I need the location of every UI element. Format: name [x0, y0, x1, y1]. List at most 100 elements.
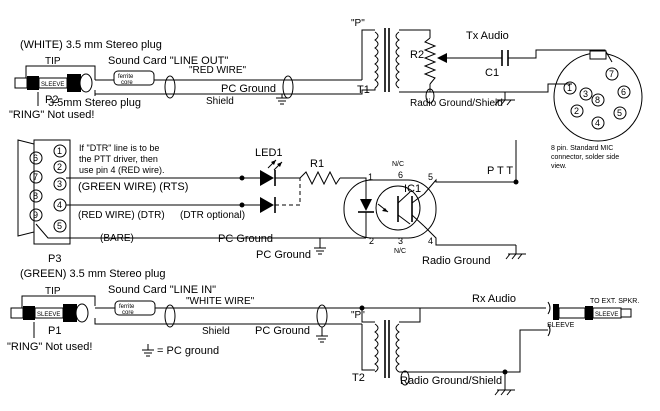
dtr-diode-join: [275, 178, 301, 206]
svg-text:8: 8: [33, 191, 38, 201]
svg-text:SLEEVE: SLEEVE: [41, 82, 64, 88]
ic1-label: IC1: [404, 183, 421, 195]
svg-text:ferrite: ferrite: [118, 74, 134, 80]
rx-audio-label: Rx Audio: [472, 293, 516, 305]
svg-text:SLEEVE: SLEEVE: [595, 312, 618, 318]
mic-pin-1: 1: [563, 81, 577, 95]
svg-text:8: 8: [595, 95, 600, 105]
db9-pin-9: 9: [29, 208, 43, 222]
svg-text:2: 2: [574, 106, 579, 116]
svg-text:5: 5: [617, 108, 622, 118]
bottom-cable-oval-1: [164, 304, 176, 328]
ptt-wire: [423, 178, 516, 195]
led1-label: LED1: [255, 147, 283, 159]
mic-pin-2: 2: [570, 104, 584, 118]
bottom-radio-ground-symbol: [494, 372, 515, 396]
svg-text:3: 3: [57, 179, 62, 189]
top-secondary-wire-bottom: [399, 84, 431, 93]
top-plug-designator: P2: [45, 94, 58, 106]
top-sound-card: Sound Card "LINE OUT": [108, 55, 228, 67]
svg-text:core: core: [121, 80, 133, 86]
mic-pin-6: 6: [617, 85, 631, 99]
ptt-label: P T T: [487, 165, 513, 177]
db9-connector: 1 2 3 4 5 6 7 8 9 P3: [17, 139, 71, 265]
bottom-transformer-label: T2: [352, 372, 365, 384]
top-pot-label: R2: [410, 49, 424, 61]
db9-pin-3: 3: [53, 177, 67, 191]
middle-radio-ground-symbol: [505, 245, 526, 260]
bottom-wire-name: "WHITE WIRE": [186, 296, 255, 307]
bottom-ring-note: "RING" Not used!: [7, 341, 92, 353]
bottom-plug-designator: P1: [48, 325, 61, 337]
top-cable-oval-1: [164, 75, 176, 99]
middle-pc-ground-2: PC Ground: [256, 249, 311, 261]
svg-text:4: 4: [57, 200, 62, 210]
bottom-transformer: "P" T2: [351, 308, 400, 384]
top-radio-cable-oval: [425, 88, 435, 104]
mic-pin-7: 7: [605, 67, 619, 81]
bottom-radio-ground: Radio Ground/Shield: [400, 375, 502, 387]
mic-note-line-3: view.: [551, 163, 567, 170]
ic-radio-ground-wire: [423, 225, 516, 246]
ext-speaker-jack: SLEEVE: [547, 301, 632, 337]
svg-text:4: 4: [595, 118, 600, 128]
top-section: (WHITE) 3.5 mm Stereo plug TIP SLEEVE P2…: [9, 18, 643, 170]
db9-pin-1: 1: [53, 144, 67, 158]
top-pot-r2: R2: [410, 37, 447, 85]
db9-pin-8: 8: [29, 189, 43, 203]
top-stereo-plug: SLEEVE: [14, 73, 93, 93]
bottom-tip-bracket: [21, 295, 96, 308]
green-wire-label: (GREEN WIRE) (RTS): [78, 181, 188, 193]
pc-ground-legend: = PC ground: [157, 345, 219, 357]
ic-nc-top: N/C: [392, 161, 404, 168]
bottom-pc-ground: PC Ground: [255, 325, 310, 337]
mic-note-line-2: connector, solder side: [551, 154, 619, 161]
bottom-ground-to-jack: [505, 329, 548, 373]
top-cable-oval-2: [282, 75, 294, 99]
top-transformer-p: "P": [351, 18, 365, 29]
svg-text:7: 7: [609, 69, 614, 79]
svg-text:6: 6: [33, 153, 38, 163]
mic-pin-4: 4: [591, 116, 605, 130]
db9-pin-6: 6: [29, 151, 43, 165]
bottom-shield-wire: [94, 318, 362, 325]
top-pc-ground-symbol: [276, 94, 288, 105]
svg-text:1: 1: [57, 146, 62, 156]
mic-pin-3: 3: [579, 87, 593, 101]
top-cap-c1: C1: [485, 50, 509, 79]
db9-label: P3: [48, 253, 61, 265]
db9-pin-5: 5: [53, 219, 67, 233]
ic-pin-4: 4: [428, 236, 433, 246]
svg-text:core: core: [122, 310, 134, 316]
r1: R1: [299, 158, 341, 186]
dtr-diode: [242, 197, 276, 213]
bottom-transformer-p: "P": [351, 310, 365, 321]
db9-pin-2: 2: [53, 160, 67, 174]
bottom-section: (GREEN) 3.5 mm Stereo plug TIP SLEEVE P1…: [7, 268, 639, 396]
bottom-shield-label: Shield: [202, 326, 230, 337]
top-secondary-wire-top: [399, 29, 431, 38]
dtr-note-line-2: the PTT driver, then: [79, 154, 158, 164]
ic-pin-1: 1: [368, 172, 373, 182]
jack-sleeve-label: SLEEVE: [547, 322, 575, 329]
mic-connector: 1 2 3 4 5 6 7 8: [553, 50, 643, 142]
db9-pin-4: 4: [53, 198, 67, 212]
r1-to-ic: [340, 177, 367, 186]
ic-pin-5: 5: [428, 172, 433, 182]
red-wire-label: (RED WIRE) (DTR): [78, 210, 165, 221]
ic1-optocoupler: IC1 1 2 6 5 4 3 N/C N/C: [343, 161, 437, 255]
svg-text:5: 5: [57, 221, 62, 231]
dtr-optional-label: (DTR optional): [180, 210, 245, 221]
top-plug-label-below: 3.5mm Stereo plug: [48, 97, 141, 109]
svg-text:ferrite: ferrite: [119, 304, 135, 310]
led1: LED1: [242, 147, 283, 186]
top-radio-ground-symbol: [494, 92, 515, 106]
bottom-plug-label: (GREEN) 3.5 mm Stereo plug: [20, 268, 166, 280]
svg-text:3: 3: [583, 89, 588, 99]
ic-nc-bottom: N/C: [394, 248, 406, 255]
top-pc-ground: PC Ground: [221, 83, 276, 95]
middle-radio-ground: Radio Ground: [422, 255, 491, 267]
ic-pin-6: 6: [398, 170, 403, 180]
bottom-stereo-plug: SLEEVE: [10, 303, 89, 323]
